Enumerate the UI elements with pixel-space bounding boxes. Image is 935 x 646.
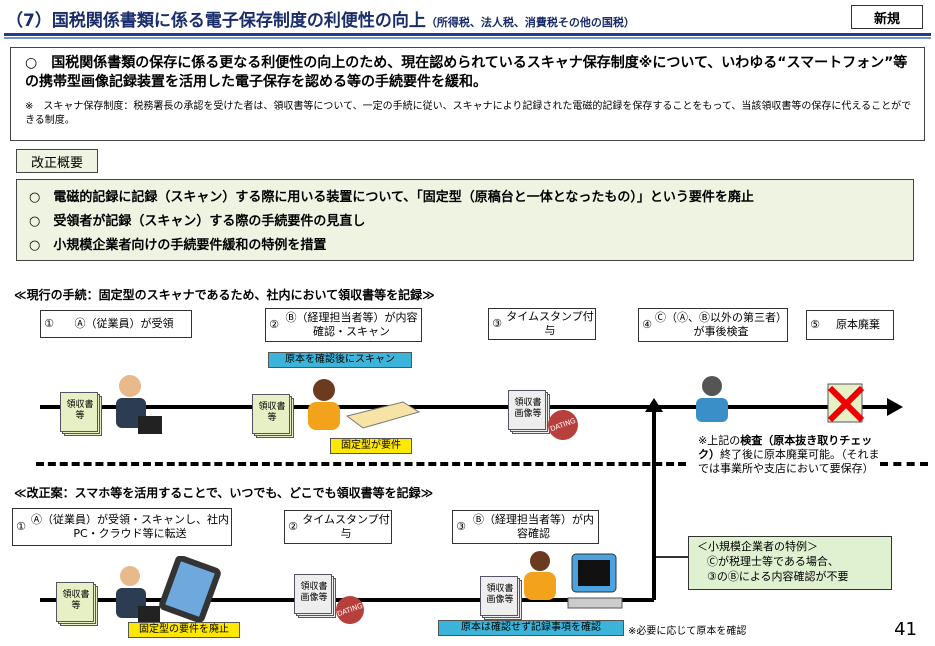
title-sub: （所得税、法人税、消費税その他の国税） [425, 16, 635, 29]
small-business-special: ＜小規模企業者の特例＞ Ⓒが税理士等である場合、 ③のⒷによる内容確認が不要 [688, 536, 892, 590]
tag-fixed-required: 固定型が要件 [330, 438, 412, 454]
current-timeline [40, 405, 888, 409]
inspection-arrow-shaft [652, 405, 656, 600]
section-divider [36, 462, 686, 466]
employee-icon [116, 375, 162, 434]
title-main: （7）国税関係書類に係る電子保存制度の利便性の向上 [6, 11, 426, 31]
summary-note: ※ スキャナ保存制度：税務署長の承認を受けた者は、領収書等について、一定の手続に… [25, 101, 912, 126]
smartphone-icon [159, 556, 221, 622]
header-rule [4, 33, 931, 36]
summary-box: ○ 国税関係書類の保存に係る更なる利便性の向上のため、現在認められているスキャナ… [10, 47, 925, 141]
scanner-icon [345, 401, 421, 429]
third-party-icon [696, 376, 728, 422]
receipt-doc: 領収書等 [56, 582, 98, 626]
tag-no-original-check: 原本は確認せず記録事項を確認 [438, 620, 624, 636]
receipt-image-doc: 領収書画像等 [294, 574, 336, 618]
reform-item: ○ 小規模企業者向けの手続要件緩和の特例を措置 [29, 238, 327, 253]
reform-item: ○ 受領者が記録（スキャン）する際の手続要件の見直し [29, 214, 366, 229]
reform-item: ○ 電磁的記録に記録（スキャン）する際に用いる装置について、「固定型（原稿台と一… [29, 190, 754, 205]
original-check-note: ※必要に応じて原本を確認 [628, 626, 747, 637]
page-number: 41 [894, 619, 917, 640]
accountant-icon [524, 551, 556, 600]
receipt-image-doc: 領収書画像等 [480, 576, 522, 620]
header-rule-sub [4, 37, 931, 39]
timeline-arrowhead [887, 398, 903, 416]
receipt-doc: 領収書等 [252, 394, 294, 438]
computer-icon [567, 553, 623, 609]
inspection-note: ※上記の検査（原本抜き取りチェック）終了後に原本廃棄可能。（それまでは事業所や支… [698, 434, 880, 475]
discard-icon [827, 383, 865, 423]
tag-scan-after-check: 原本を確認後にスキャン [268, 352, 412, 368]
reform-list: ○ 電磁的記録に記録（スキャン）する際に用いる装置について、「固定型（原稿台と一… [16, 179, 914, 261]
accountant-icon [308, 379, 340, 430]
receipt-doc: 領収書等 [60, 392, 102, 436]
tag-abolish-fixed: 固定型の要件を廃止 [128, 622, 240, 638]
receipt-image-doc: 領収書画像等 [508, 390, 550, 434]
current-heading: ≪現行の手続：固定型のスキャナであるため、社内において領収書等を記録≫ [14, 288, 435, 302]
reform-overview-label: 改正概要 [16, 149, 98, 173]
employee-icon [116, 566, 160, 622]
page-title: （7）国税関係書類に係る電子保存制度の利便性の向上（所得税、法人税、消費税その他… [6, 6, 635, 31]
special-connector [656, 556, 688, 558]
inspection-arrowhead [645, 398, 663, 412]
revised-heading: ≪改正案：スマホ等を活用することで、いつでも、どこでも領収書等を記録≫ [14, 486, 434, 500]
summary-main: ○ 国税関係書類の保存に係る更なる利便性の向上のため、現在認められているスキャナ… [25, 55, 908, 90]
section-divider-right [880, 462, 928, 466]
new-badge: 新規 [851, 5, 923, 29]
